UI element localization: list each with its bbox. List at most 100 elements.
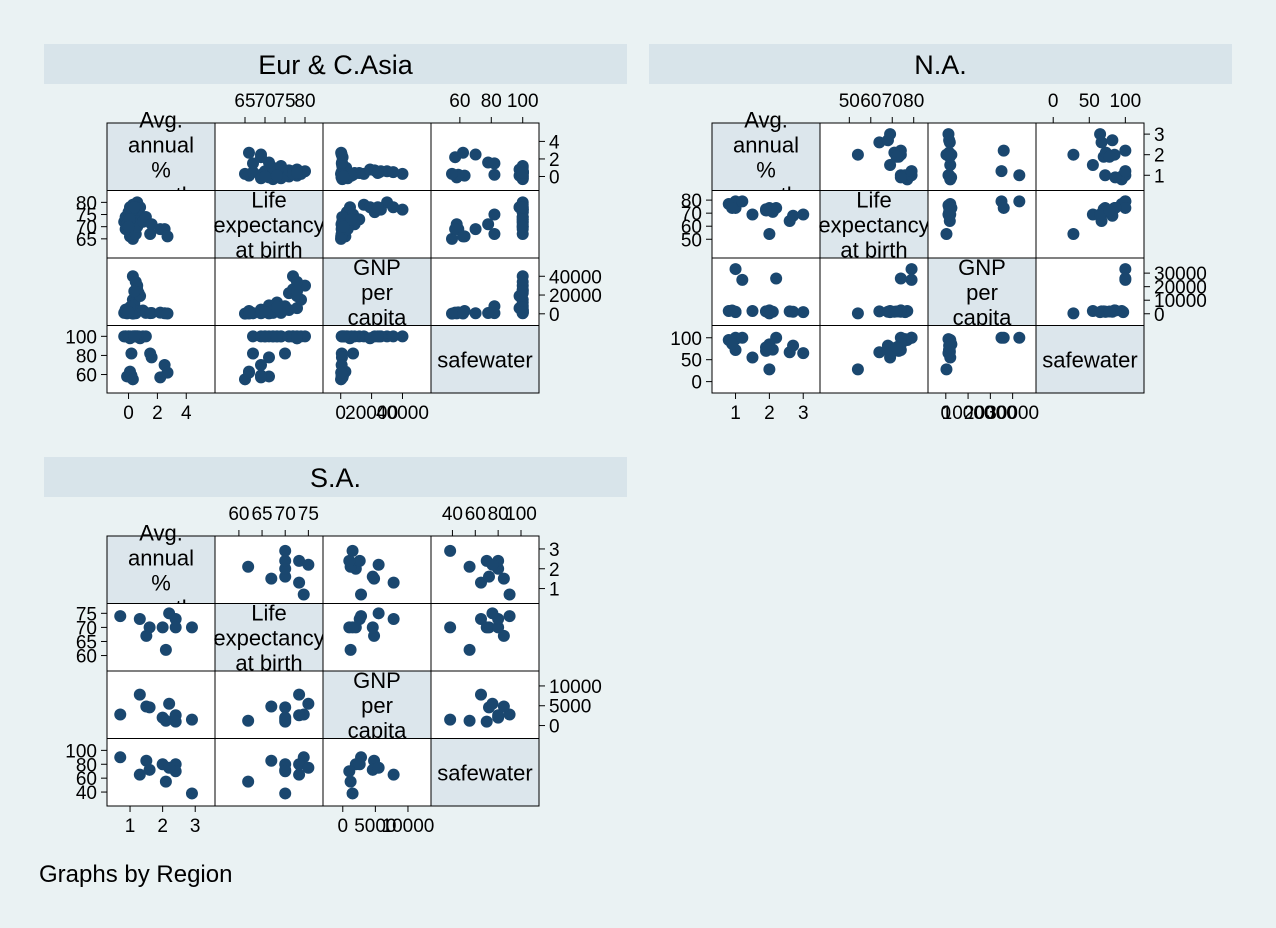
y-tick-label: 75 bbox=[76, 206, 97, 227]
y-tick-label: 65 bbox=[76, 230, 97, 251]
data-point bbox=[905, 165, 918, 178]
data-point bbox=[122, 220, 135, 233]
data-point bbox=[291, 330, 303, 343]
y-tick-label: 0 bbox=[691, 373, 702, 394]
data-point bbox=[159, 714, 172, 727]
data-point bbox=[265, 700, 278, 713]
data-point bbox=[1119, 263, 1132, 276]
data-point bbox=[787, 339, 800, 352]
data-point bbox=[945, 171, 958, 184]
data-point bbox=[444, 713, 457, 726]
data-point bbox=[736, 195, 749, 208]
data-point bbox=[1067, 307, 1080, 320]
data-point bbox=[293, 709, 306, 722]
data-point bbox=[387, 768, 400, 781]
data-point bbox=[475, 612, 487, 625]
data-point bbox=[279, 787, 292, 800]
data-point bbox=[293, 576, 306, 589]
y-tick-label: 3 bbox=[1154, 125, 1165, 146]
panel-1: Eur & C.AsiaAvg.annual%growthLifeexpecta… bbox=[44, 44, 627, 424]
y-tick-label: 10000 bbox=[1154, 291, 1207, 312]
diagonal-label: % bbox=[151, 157, 171, 182]
y-tick-label: 70 bbox=[76, 218, 97, 239]
data-point bbox=[726, 304, 739, 317]
data-point bbox=[480, 621, 493, 634]
data-point bbox=[746, 351, 759, 364]
data-point bbox=[163, 607, 176, 620]
panel-title: N.A. bbox=[914, 50, 967, 80]
data-point bbox=[114, 610, 127, 623]
panel-header bbox=[649, 44, 1232, 84]
y-tick-label: 60 bbox=[76, 647, 97, 668]
data-point bbox=[122, 306, 135, 319]
diagonal-cell bbox=[214, 190, 324, 259]
data-point bbox=[469, 223, 482, 236]
data-point bbox=[114, 751, 127, 764]
data-point bbox=[503, 610, 516, 623]
diagonal-label: per bbox=[966, 280, 998, 305]
data-point bbox=[346, 544, 359, 557]
data-point bbox=[516, 201, 529, 214]
data-point bbox=[516, 275, 529, 288]
scatter-cell bbox=[430, 603, 540, 672]
data-point bbox=[185, 713, 198, 726]
data-point bbox=[463, 560, 476, 573]
data-point bbox=[463, 714, 476, 727]
diagonal-label: safewater bbox=[1042, 347, 1137, 372]
data-point bbox=[387, 576, 400, 589]
data-point bbox=[760, 204, 772, 217]
data-point bbox=[371, 201, 384, 214]
data-point bbox=[242, 714, 255, 727]
diagonal-cell bbox=[1035, 325, 1145, 394]
diagonal-label: annual bbox=[128, 132, 194, 157]
data-point bbox=[275, 159, 287, 172]
data-point bbox=[469, 307, 482, 320]
data-point bbox=[344, 643, 357, 656]
data-point bbox=[1094, 208, 1107, 221]
data-point bbox=[894, 171, 907, 184]
data-point bbox=[457, 307, 469, 320]
data-point bbox=[372, 558, 385, 571]
data-point bbox=[291, 275, 303, 288]
data-point bbox=[1094, 128, 1107, 141]
data-point bbox=[302, 697, 315, 710]
diagonal-label: GNP bbox=[958, 255, 1006, 280]
x-tick-label: 80 bbox=[294, 91, 315, 112]
data-point bbox=[1119, 201, 1132, 214]
data-point bbox=[291, 166, 303, 179]
x-tick-label: 10000 bbox=[942, 403, 995, 424]
data-point bbox=[161, 366, 174, 379]
panel-title: S.A. bbox=[310, 463, 361, 493]
y-tick-label: 70 bbox=[76, 618, 97, 639]
data-point bbox=[480, 715, 493, 728]
x-tick-label: 75 bbox=[274, 91, 295, 112]
data-point bbox=[259, 306, 271, 319]
y-tick-label: 75 bbox=[76, 604, 97, 625]
data-point bbox=[366, 621, 379, 634]
data-point bbox=[126, 373, 139, 386]
data-point bbox=[449, 223, 462, 236]
data-point bbox=[797, 306, 810, 319]
data-point bbox=[729, 263, 742, 276]
data-point bbox=[185, 787, 198, 800]
data-point bbox=[125, 347, 138, 360]
data-point bbox=[297, 588, 310, 601]
data-point bbox=[255, 148, 267, 161]
diagonal-cell bbox=[430, 325, 540, 394]
y-tick-label: 50 bbox=[681, 351, 702, 372]
diagonal-label: annual bbox=[128, 545, 194, 570]
x-tick-label: 60 bbox=[449, 91, 470, 112]
data-point bbox=[279, 544, 292, 557]
data-point bbox=[335, 146, 348, 159]
diagonal-cell bbox=[819, 190, 929, 259]
x-tick-label: 3 bbox=[190, 816, 201, 837]
data-point bbox=[940, 228, 953, 241]
data-point bbox=[516, 306, 529, 319]
data-point bbox=[488, 168, 501, 181]
y-tick-label: 80 bbox=[76, 193, 97, 214]
x-tick-label: 80 bbox=[903, 91, 924, 112]
x-tick-label: 70 bbox=[882, 91, 903, 112]
data-point bbox=[396, 203, 409, 216]
data-point bbox=[387, 612, 400, 625]
diagonal-label: GNP bbox=[353, 668, 401, 693]
